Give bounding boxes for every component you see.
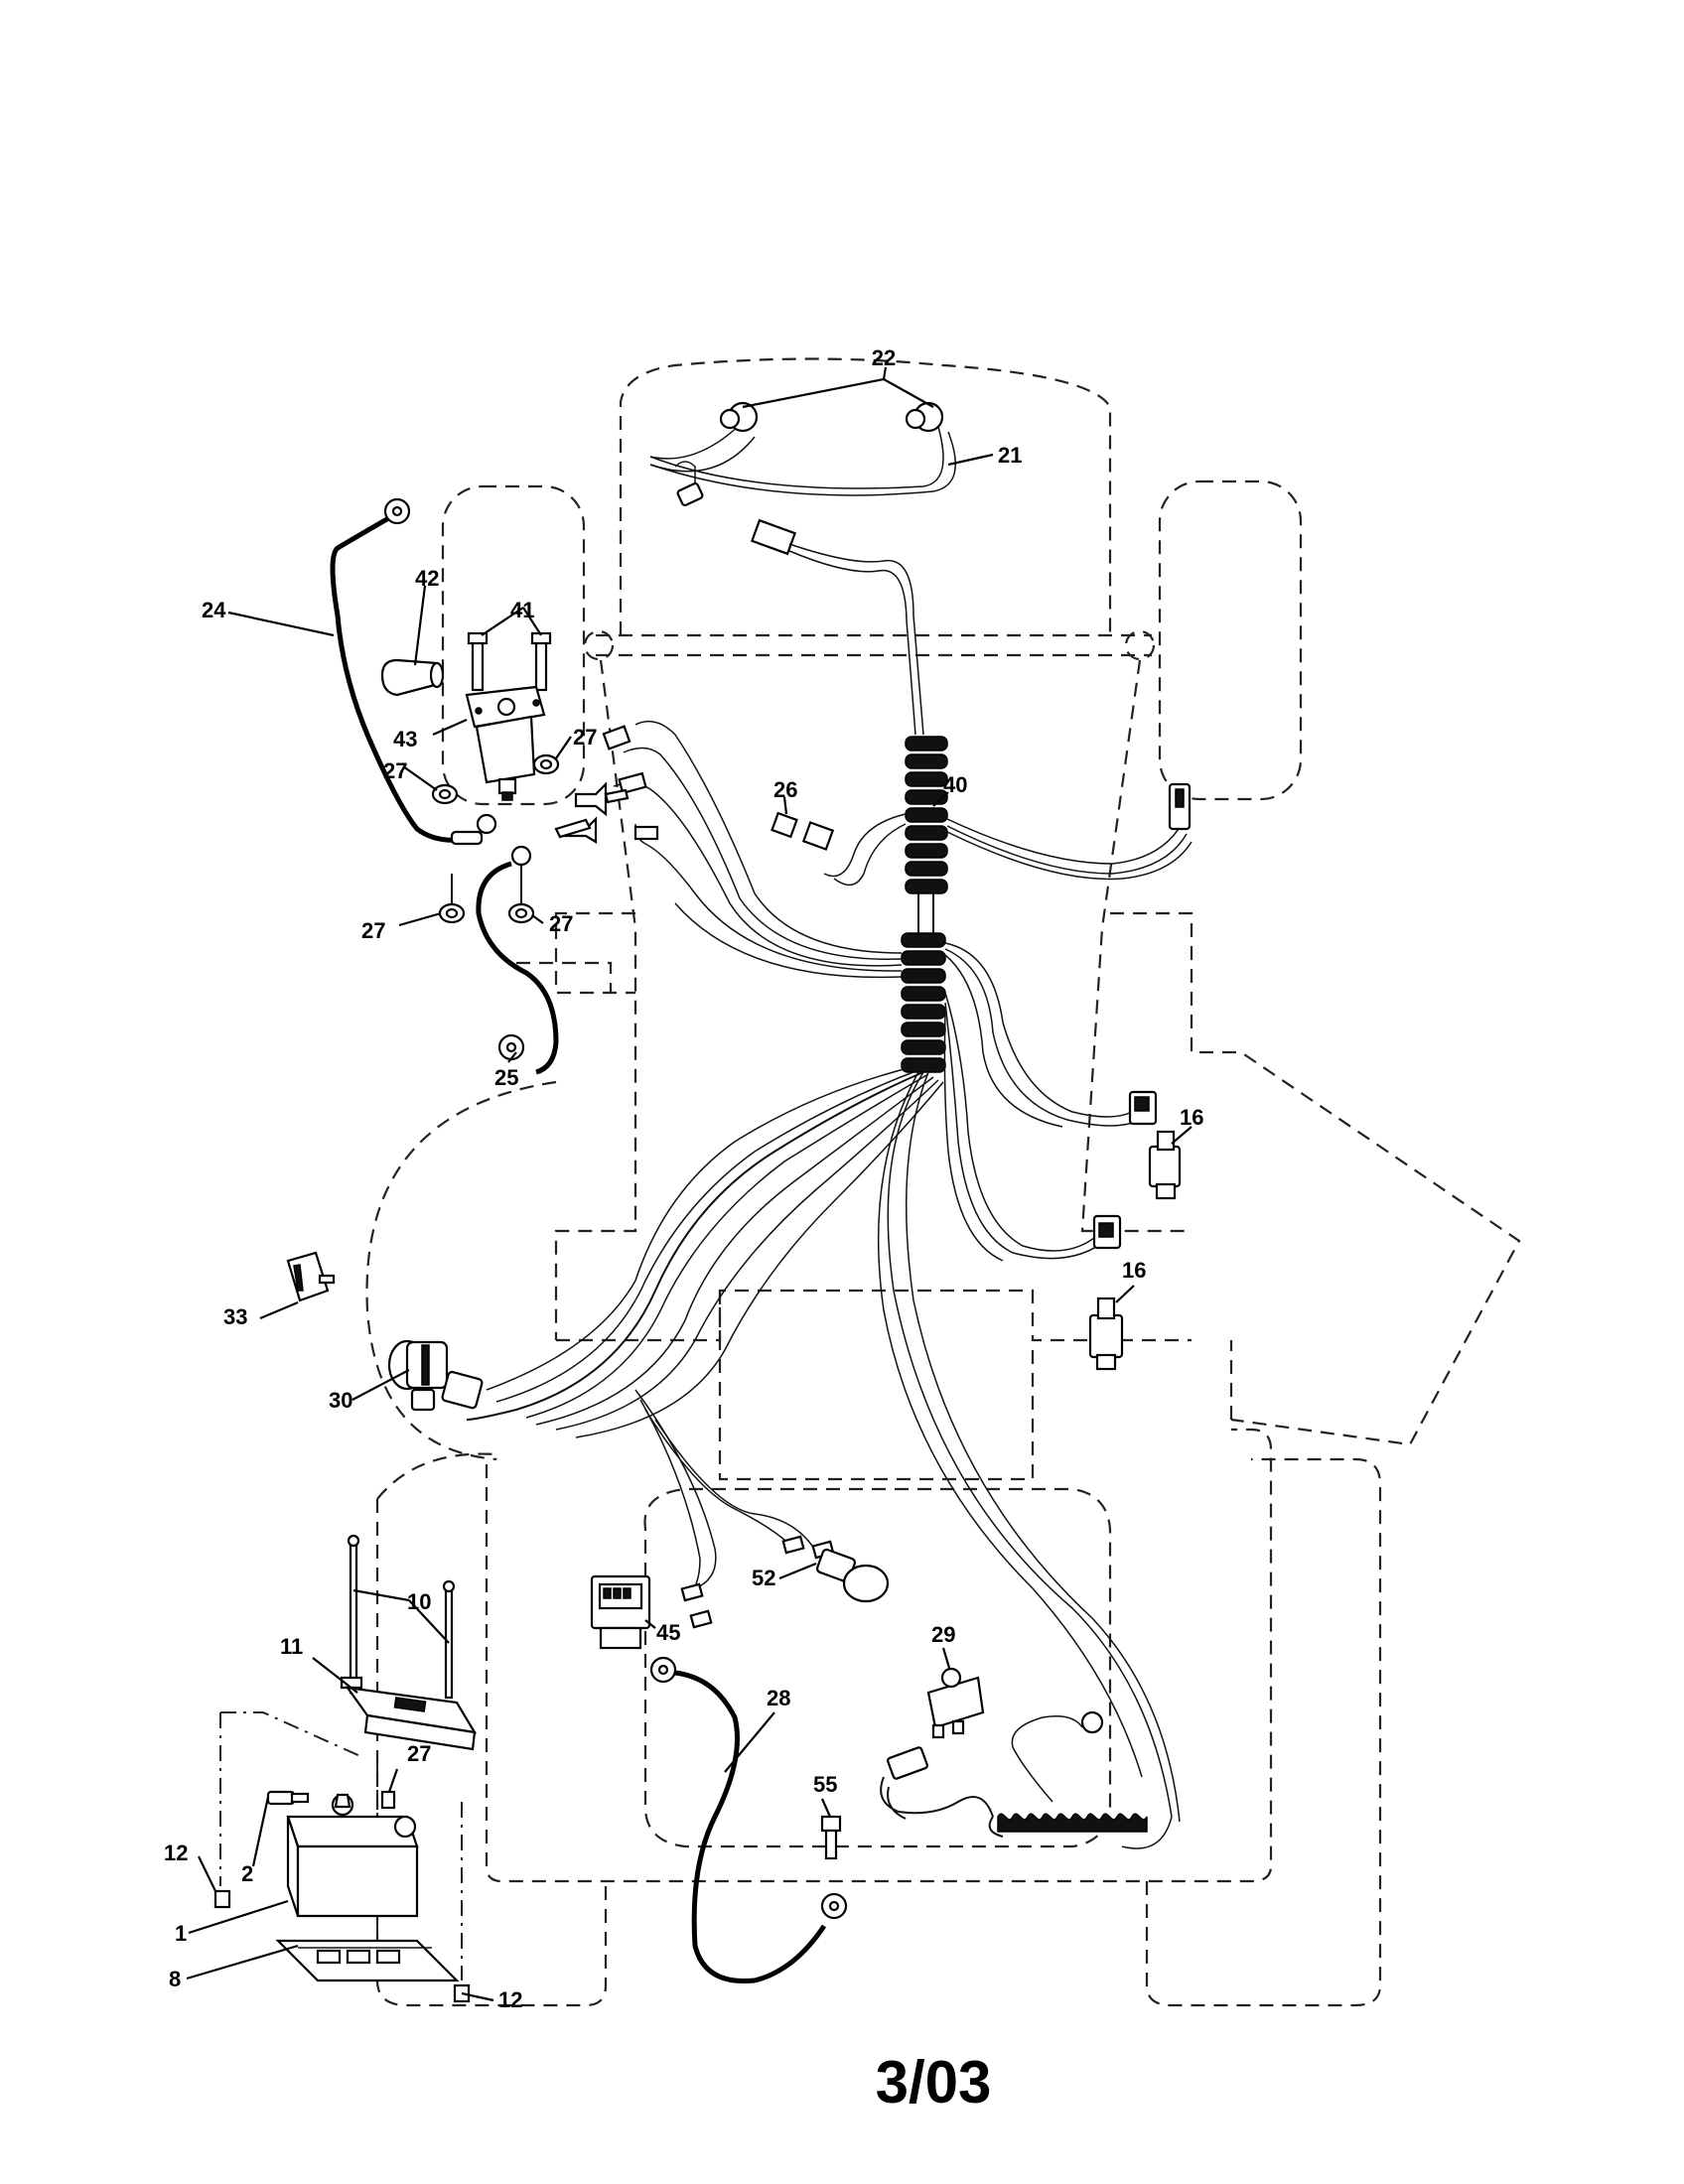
callout-26: 26 (773, 777, 797, 802)
callout-30: 30 (329, 1388, 352, 1413)
callout-27-lower-right: 27 (549, 911, 573, 936)
callout-27-lower-left: 27 (361, 918, 385, 943)
ignition-key (286, 1251, 336, 1302)
callout-27-solenoid-right: 27 (573, 725, 597, 750)
headlight-harness (649, 401, 956, 507)
callout-1: 1 (175, 1921, 187, 1946)
callout-11: 11 (280, 1634, 303, 1659)
ground-cable-28 (649, 1656, 848, 1984)
callout-27-battery: 27 (407, 1741, 431, 1766)
callout-21: 21 (998, 443, 1022, 468)
switch-16-upper (1148, 1130, 1182, 1200)
callout-43: 43 (393, 727, 417, 751)
callout-29: 29 (931, 1622, 955, 1647)
solenoid-assembly (330, 497, 630, 1075)
battery-assembly (213, 1534, 478, 2003)
callout-16-lower: 16 (1122, 1258, 1146, 1283)
callout-41: 41 (510, 598, 534, 622)
callout-28: 28 (767, 1686, 790, 1710)
callout-24: 24 (202, 598, 226, 622)
callout-40: 40 (943, 772, 967, 797)
callout-12-upper: 12 (164, 1841, 188, 1865)
convoluted-tube-lower (901, 932, 946, 1073)
switch-16-lower (1088, 1297, 1124, 1371)
callout-42: 42 (415, 566, 439, 591)
main-harness (466, 518, 1193, 1849)
tractor-outline (219, 357, 1521, 2007)
callout-labels: 22 21 24 42 41 43 27 27 27 27 26 40 25 1… (164, 345, 1203, 2012)
callout-52: 52 (752, 1566, 775, 1590)
callout-22: 22 (872, 345, 896, 370)
bolt-55 (820, 1815, 842, 1860)
callout-45: 45 (656, 1620, 680, 1645)
callout-27-solenoid-left: 27 (383, 758, 407, 783)
callout-10: 10 (407, 1589, 431, 1614)
callout-8: 8 (169, 1967, 181, 1991)
callout-2: 2 (241, 1861, 253, 1886)
lamp-52 (815, 1548, 890, 1603)
coil-cord (880, 1710, 1148, 1838)
callout-55: 55 (813, 1772, 837, 1797)
callout-12-lower: 12 (498, 1987, 522, 2012)
callout-25: 25 (494, 1065, 518, 1090)
callout-33: 33 (223, 1304, 247, 1329)
switch-29 (926, 1667, 985, 1739)
hour-meter (590, 1574, 651, 1650)
callout-16-upper: 16 (1180, 1105, 1203, 1130)
leader-lines (186, 366, 1193, 2002)
footer-date-code: 3/03 (876, 2049, 992, 2116)
ignition-switch (387, 1339, 484, 1412)
convoluted-tube-upper (905, 736, 948, 894)
